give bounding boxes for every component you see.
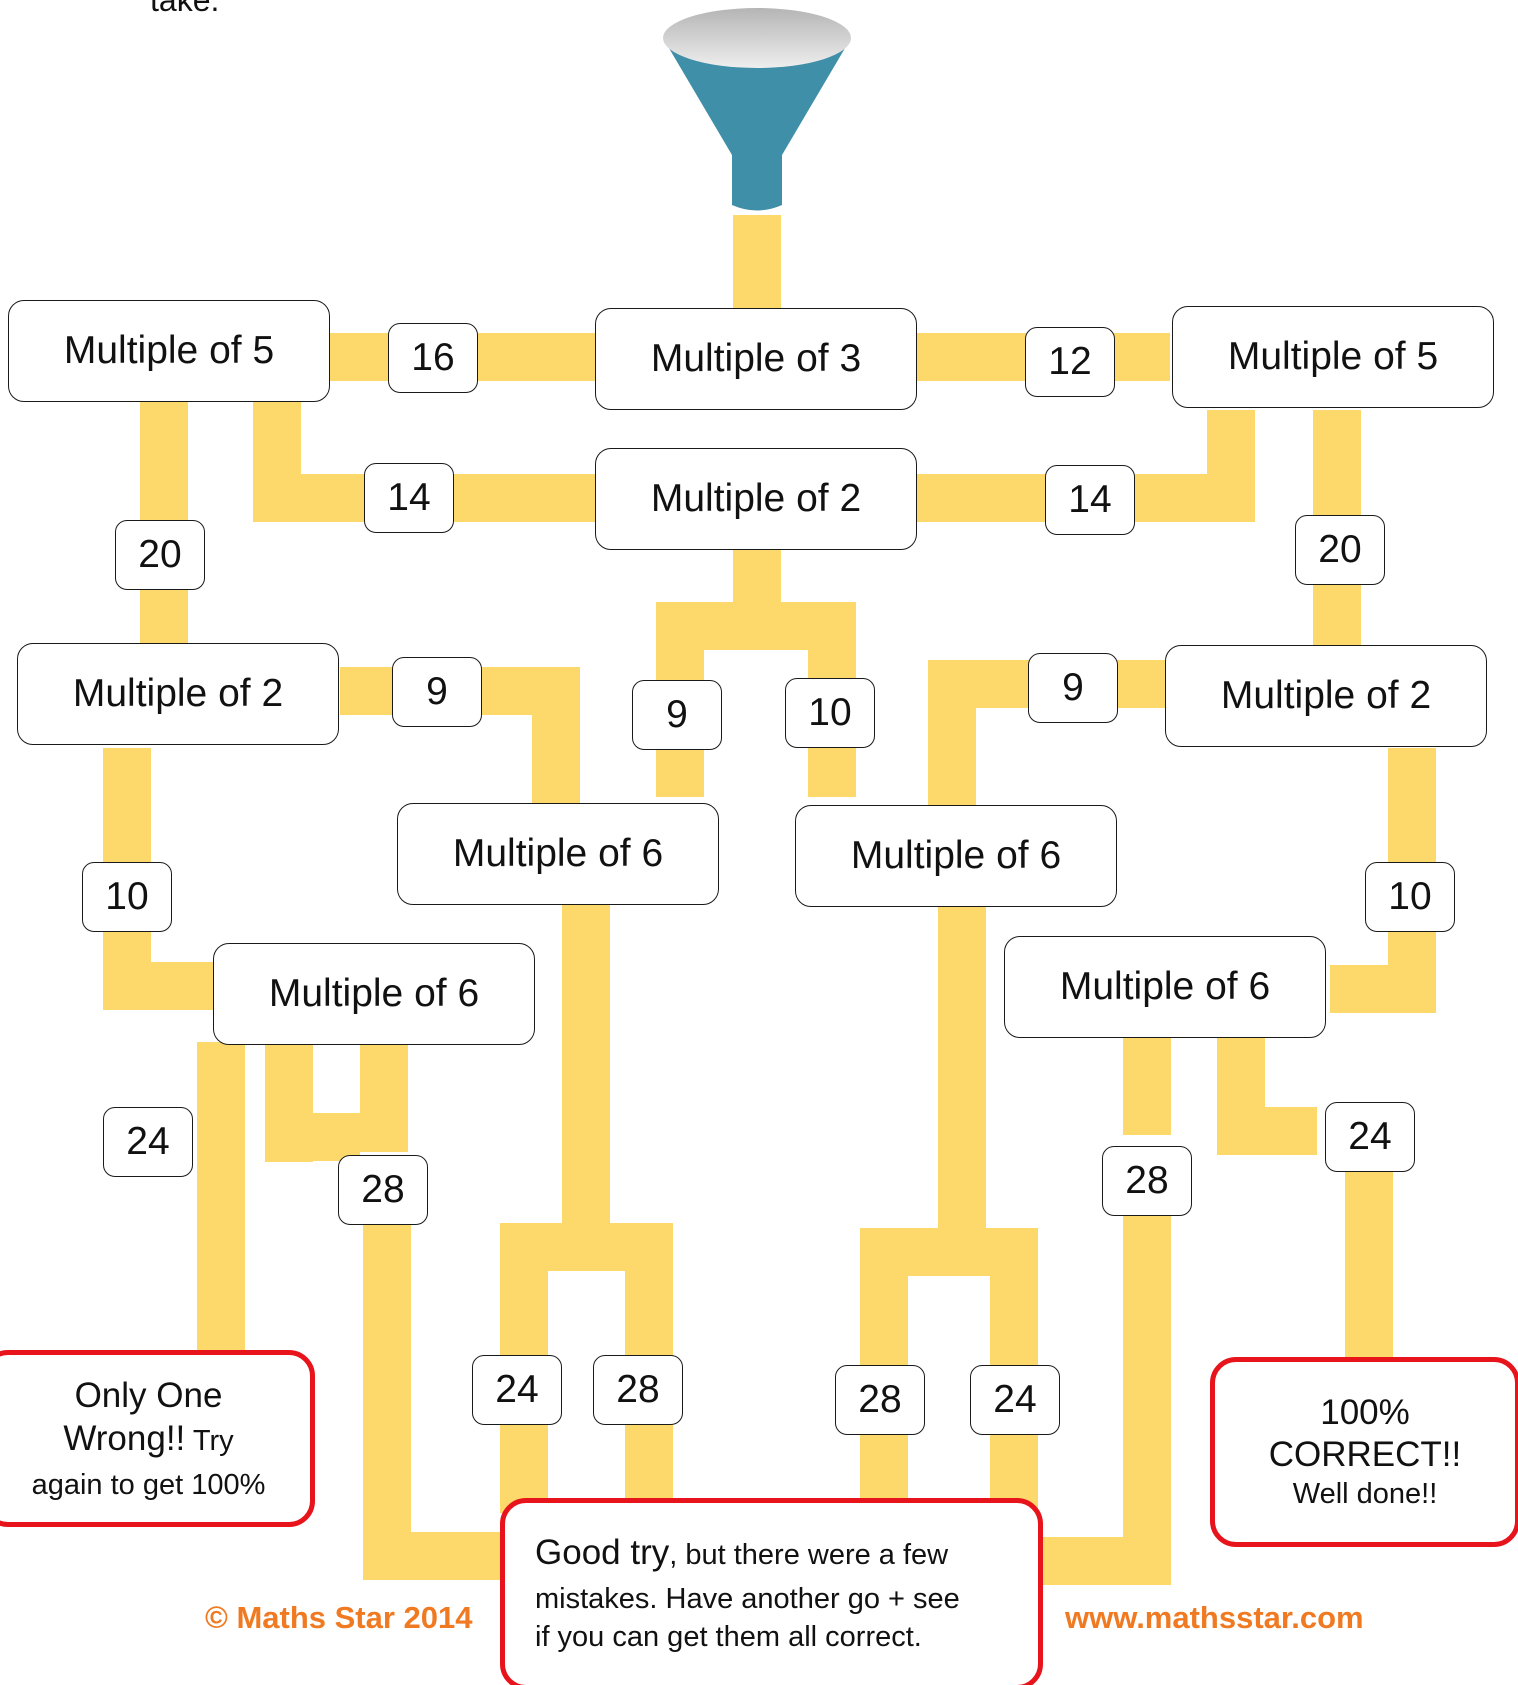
outcome-good-try-rest: , but there were a few — [669, 1538, 949, 1571]
number-28-left[interactable]: 28 — [338, 1155, 428, 1225]
node-multiple-of-5-right[interactable]: Multiple of 5 — [1172, 306, 1494, 408]
node-multiple-of-2-left[interactable]: Multiple of 2 — [17, 643, 339, 745]
number-28-center-c[interactable]: 28 — [835, 1365, 925, 1435]
outcome-one-wrong-line2: Wrong!! Try — [63, 1417, 233, 1467]
node-multiple-of-6-center-right[interactable]: Multiple of 6 — [795, 805, 1117, 907]
outcome-good-try-line3: if you can get them all correct. — [535, 1620, 922, 1653]
node-multiple-of-5-left[interactable]: Multiple of 5 — [8, 300, 330, 402]
number-9-center[interactable]: 9 — [632, 680, 722, 750]
outcome-correct-line1: 100% — [1320, 1393, 1410, 1432]
funnel-icon — [663, 8, 851, 211]
number-12[interactable]: 12 — [1025, 327, 1115, 397]
number-24-far-right[interactable]: 24 — [1325, 1102, 1415, 1172]
number-20-left[interactable]: 20 — [115, 520, 205, 590]
outcome-correct-line3: Well done!! — [1292, 1478, 1438, 1510]
node-multiple-of-6-right[interactable]: Multiple of 6 — [1004, 936, 1326, 1038]
outcome-one-wrong-try: Try — [185, 1424, 234, 1457]
number-16[interactable]: 16 — [388, 323, 478, 393]
number-14-left[interactable]: 14 — [364, 463, 454, 533]
node-multiple-of-2-right[interactable]: Multiple of 2 — [1165, 645, 1487, 747]
outcome-correct-line2: CORRECT!! — [1268, 1435, 1462, 1474]
number-9-right[interactable]: 9 — [1028, 653, 1118, 723]
number-24-center-a[interactable]: 24 — [472, 1355, 562, 1425]
instruction-text: take. — [150, 0, 220, 18]
number-24-far-left[interactable]: 24 — [103, 1107, 193, 1177]
number-24-center-d[interactable]: 24 — [970, 1365, 1060, 1435]
outcome-one-wrong-emphasis: Wrong!! — [63, 1418, 186, 1458]
outcome-100-correct: 100% CORRECT!! Well done!! — [1210, 1357, 1518, 1547]
number-28-center-b[interactable]: 28 — [593, 1355, 683, 1425]
outcome-one-wrong-line1: Only One — [74, 1375, 223, 1415]
outcome-good-try-emphasis: Good try — [535, 1532, 670, 1572]
number-10-right[interactable]: 10 — [1365, 862, 1455, 932]
outcome-good-try-line1: Good try, but there were a few — [535, 1533, 948, 1580]
number-14-right[interactable]: 14 — [1045, 465, 1135, 535]
website-link[interactable]: www.mathsstar.com — [1065, 1600, 1364, 1635]
outcome-only-one-wrong: Only One Wrong!! Try again to get 100% — [0, 1350, 315, 1527]
node-multiple-of-6-left[interactable]: Multiple of 6 — [213, 943, 535, 1045]
number-20-right[interactable]: 20 — [1295, 515, 1385, 585]
outcome-good-try-line2: mistakes. Have another go + see — [535, 1582, 960, 1615]
outcome-good-try: Good try, but there were a few mistakes.… — [500, 1498, 1043, 1685]
outcome-one-wrong-line3: again to get 100% — [31, 1468, 266, 1501]
copyright-text: © Maths Star 2014 — [205, 1600, 473, 1635]
number-10-center[interactable]: 10 — [785, 678, 875, 748]
node-multiple-of-6-center-left[interactable]: Multiple of 6 — [397, 803, 719, 905]
number-10-left[interactable]: 10 — [82, 862, 172, 932]
number-9-left[interactable]: 9 — [392, 657, 482, 727]
node-multiple-of-2-center[interactable]: Multiple of 2 — [595, 448, 917, 550]
number-28-right[interactable]: 28 — [1102, 1146, 1192, 1216]
node-multiple-of-3-top[interactable]: Multiple of 3 — [595, 308, 917, 410]
